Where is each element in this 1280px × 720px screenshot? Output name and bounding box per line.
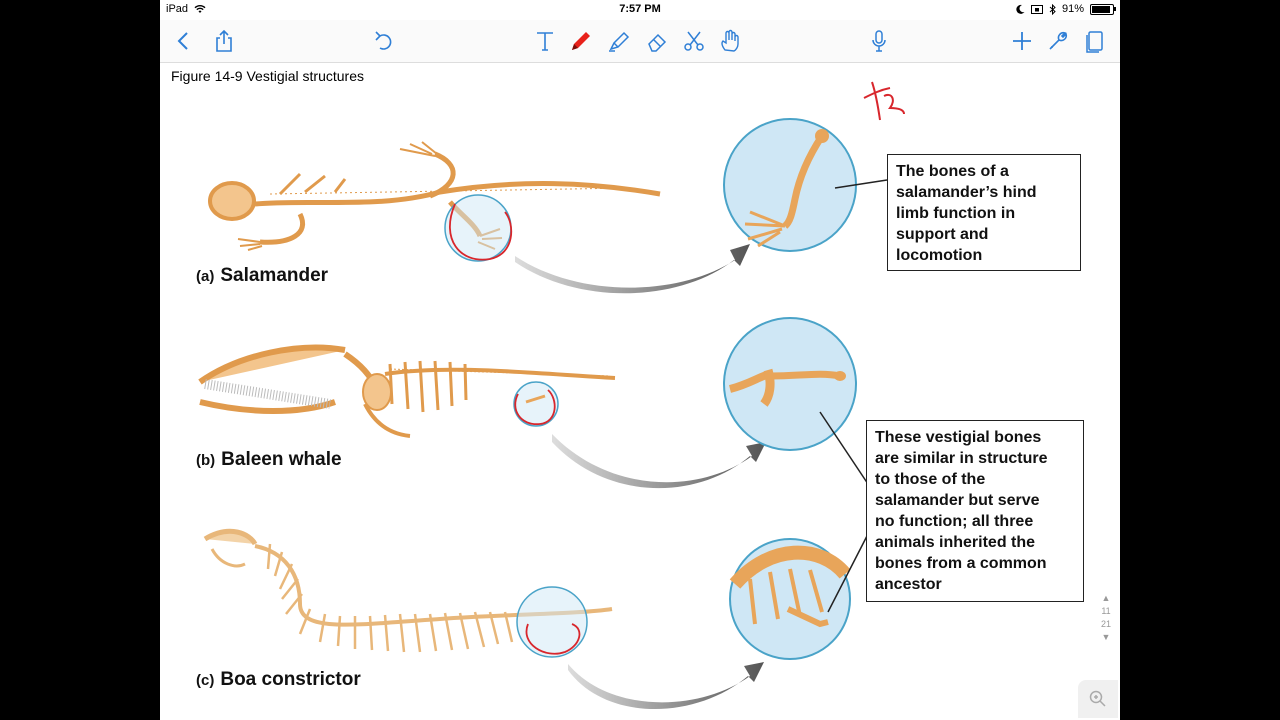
pen-tool-button[interactable] — [565, 25, 597, 57]
text-tool-button[interactable] — [529, 25, 561, 57]
label-name-b: Baleen whale — [221, 449, 342, 470]
moon-icon — [1016, 4, 1025, 14]
pointer-line-3 — [827, 533, 869, 613]
callout-vestigial: These vestigial bones are similar in str… — [866, 420, 1084, 602]
text-tool-icon — [537, 32, 553, 51]
eraser-tool-icon — [648, 33, 667, 52]
battery-percent: 91% — [1061, 3, 1084, 15]
microphone-button[interactable] — [863, 25, 895, 57]
ipad-screen: iPad 7:57 PM 91% — [160, 0, 1120, 720]
label-baleen-whale: (b) Baleen whale — [196, 449, 342, 471]
back-icon — [177, 32, 188, 50]
callout-1-line: salamander’s hind — [896, 184, 1037, 201]
arrow-boa — [568, 662, 764, 710]
figure-canvas[interactable] — [160, 64, 1120, 720]
undo-button[interactable] — [368, 25, 400, 57]
bluetooth-icon — [1049, 3, 1056, 15]
pages-button[interactable] — [1079, 25, 1111, 57]
highlighter-tool-icon — [609, 31, 630, 52]
label-tag-a: (a) — [196, 268, 215, 285]
share-button[interactable] — [208, 25, 240, 57]
add-button[interactable] — [1006, 25, 1038, 57]
callout-1-line: support and — [896, 226, 989, 243]
callout-2-line: no function; all three — [875, 513, 1034, 530]
undo-icon — [375, 31, 392, 50]
whale-pelvis-zoom — [723, 317, 857, 451]
callout-1-line: The bones of a — [896, 163, 1009, 180]
callout-1-line: limb function in — [896, 205, 1016, 222]
callout-2-line: to those of the — [875, 471, 986, 488]
toolbar — [160, 20, 1120, 63]
wrench-icon — [1049, 31, 1068, 50]
scissors-tool-button[interactable] — [678, 25, 710, 57]
hand-tool-button[interactable] — [714, 25, 746, 57]
add-icon — [1013, 32, 1031, 50]
callout-salamander: The bones of a salamander’s hind limb fu… — [887, 154, 1081, 271]
boa-circle-small — [516, 586, 588, 658]
screen-lock-icon — [1030, 4, 1043, 14]
label-name-a: Salamander — [220, 265, 329, 286]
page-indicator[interactable]: ▲ 11 21 ▼ — [1094, 592, 1118, 644]
arrow-whale — [552, 434, 766, 489]
eraser-tool-button[interactable] — [641, 25, 673, 57]
microphone-icon — [872, 30, 886, 52]
page-total: 21 — [1100, 619, 1111, 629]
magnifier-icon — [1089, 690, 1106, 707]
device-name: iPad — [166, 3, 189, 15]
zoom-button[interactable] — [1078, 680, 1118, 718]
pen-tool-icon — [572, 32, 590, 50]
battery-icon — [1090, 3, 1116, 15]
whale-skeleton — [198, 344, 616, 438]
arrow-salamander — [515, 244, 750, 294]
highlighter-tool-button[interactable] — [603, 25, 635, 57]
hand-tool-icon — [721, 29, 739, 52]
share-icon — [216, 29, 232, 52]
salamander-limb-zoom — [723, 118, 857, 252]
salamander-circle-small — [444, 194, 513, 262]
battery-fill — [1092, 5, 1111, 13]
callout-2-line: salamander but serve — [875, 492, 1040, 509]
label-name-c: Boa constrictor — [220, 669, 361, 690]
scissors-tool-icon — [684, 31, 704, 51]
figure-caption: Figure 14-9 Vestigial structures — [171, 68, 364, 84]
wifi-icon — [194, 5, 206, 13]
settings-button[interactable] — [1042, 25, 1074, 57]
back-button[interactable] — [168, 25, 200, 57]
callout-2-line: animals inherited the — [875, 534, 1036, 551]
label-boa-constrictor: (c) Boa constrictor — [196, 669, 361, 691]
callout-2-line: ancestor — [875, 576, 942, 593]
label-tag-b: (b) — [196, 452, 216, 469]
clock: 7:57 PM — [619, 3, 661, 15]
handwritten-annotation-top — [863, 81, 905, 121]
status-bar: iPad 7:57 PM 91% — [160, 0, 1120, 20]
callout-1-line: locomotion — [896, 247, 983, 264]
whale-circle-small — [513, 381, 559, 427]
page-current: 11 — [1101, 606, 1111, 616]
salamander-skeleton — [208, 141, 661, 251]
pointer-line-2 — [819, 411, 869, 485]
page-down-icon[interactable]: ▼ — [1101, 632, 1111, 642]
pages-icon — [1086, 31, 1103, 53]
boa-vestigial-zoom — [729, 538, 851, 660]
page-up-icon[interactable]: ▲ — [1101, 593, 1111, 603]
label-salamander: (a) Salamander — [196, 265, 328, 287]
pointer-line-1 — [834, 179, 888, 189]
callout-2-line: These vestigial bones — [875, 429, 1042, 446]
label-tag-c: (c) — [196, 672, 215, 689]
callout-2-line: are similar in structure — [875, 450, 1048, 467]
callout-2-line: bones from a common — [875, 555, 1047, 572]
